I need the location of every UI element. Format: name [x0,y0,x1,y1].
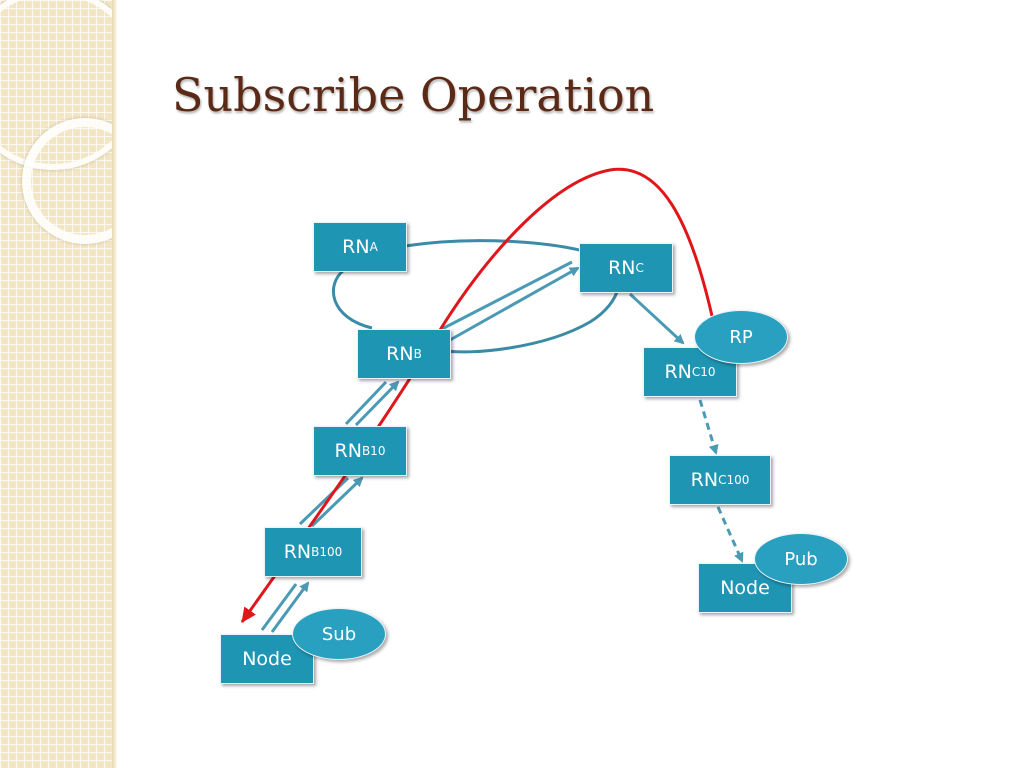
link-rnc10-rnc100 [698,399,719,455]
link-rnb-rnc-2 [439,260,573,332]
node-subscriber-label: Node [242,648,292,670]
pub-badge: Pub [754,533,848,585]
decorative-ring [22,118,112,244]
node-rn-a-sub: A [369,240,378,254]
node-rn-b-sub: B [413,347,422,361]
node-rn-c10-label: RN [664,361,692,383]
link-rnc100-node [716,506,744,563]
sub-badge: Sub [292,608,386,660]
decorative-sidebar [0,0,112,768]
link-node-rnb100-2 [260,583,298,631]
sub-badge-label: Sub [321,623,357,645]
notification-route [240,167,714,623]
slide-title: Subscribe Operation [172,68,655,122]
link-rnb100-rnb10-2 [298,476,350,526]
node-rn-b100-sub: B100 [311,545,343,559]
node-rn-b10-sub: B10 [361,444,386,458]
node-rn-b100-label: RN [283,541,312,563]
link-rnb-rnc [449,266,580,342]
node-rn-b10-label: RN [334,440,362,462]
link-rnb100-rnb10 [310,476,364,528]
node-rn-c-label: RN [608,257,636,279]
pub-badge-label: Pub [784,548,818,570]
node-rn-a-label: RN [342,236,370,258]
node-rn-c100-label: RN [690,469,719,491]
rp-badge-label: RP [729,326,753,348]
link-rnb10-rnb [354,380,400,427]
node-publisher-label: Node [720,577,770,599]
node-rn-c-sub: C [635,261,644,275]
node-rn-b-label: RN [386,343,414,365]
rp-badge: RP [694,310,788,364]
link-rnb10-rnb-2 [344,380,388,426]
node-rn-c10-sub: C10 [691,365,716,379]
sidebar-edge [112,0,117,768]
node-rn-c100-sub: C100 [718,473,750,487]
link-rnc-rnc10 [628,292,685,345]
link-node-rnb100 [270,581,310,633]
